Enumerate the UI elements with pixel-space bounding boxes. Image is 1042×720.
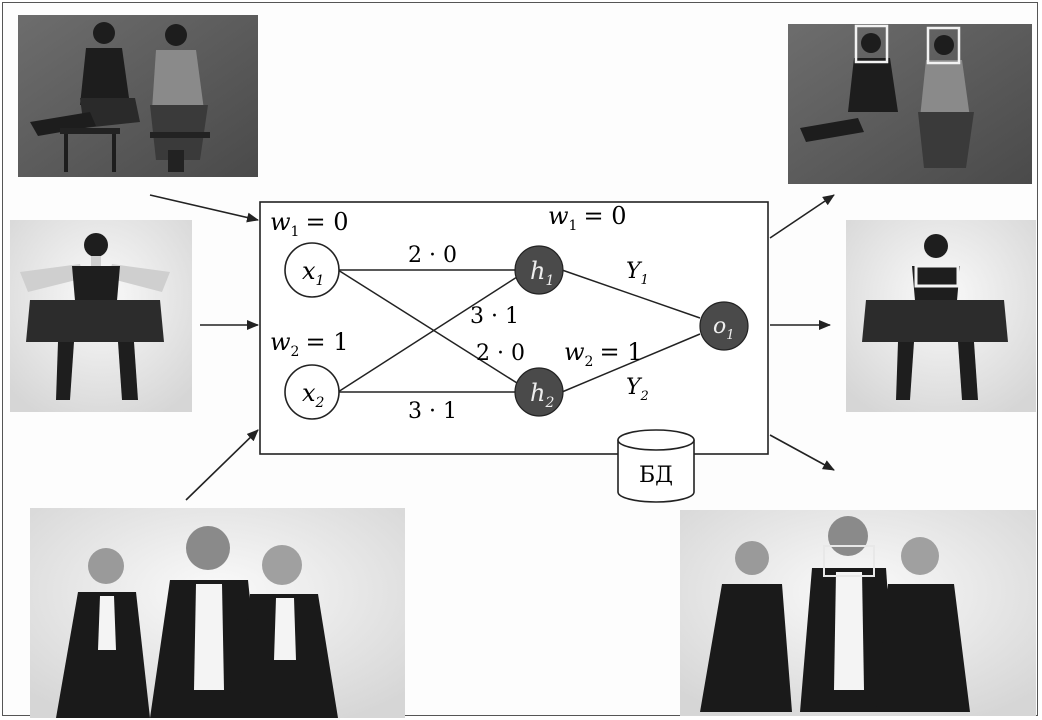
face-box (854, 24, 889, 64)
output-photo-three-men-detected (680, 510, 1036, 716)
node-x2-label: x2 (302, 379, 325, 411)
node-h1 (514, 245, 564, 295)
node-o1-label: o1 (713, 314, 735, 343)
output-y2-label: Y2 (626, 375, 649, 404)
network-box (259, 201, 769, 455)
input-arrow (185, 429, 259, 501)
node-h2 (514, 367, 564, 417)
face-box (823, 545, 875, 577)
output-photo-woman-detected (846, 220, 1036, 412)
database-cylinder-icon (617, 429, 695, 503)
edge-x2-h1 (337, 276, 518, 393)
hidden-weight-w1: w1= 0 (548, 202, 626, 234)
node-x2 (284, 364, 340, 420)
edge-label-x1-h2: 2 · 0 (476, 341, 525, 366)
output-arrow (769, 194, 835, 239)
input-arrow (149, 194, 259, 223)
edge-h2-o1 (561, 333, 701, 393)
hidden-weight-w2: w2= 1 (564, 338, 642, 370)
face-box (914, 264, 960, 288)
input-photo-woman-crouching (10, 220, 192, 412)
input-weight-w2: w2= 1 (270, 328, 348, 360)
node-x1-label: x1 (302, 257, 324, 289)
edge-x1-h2 (337, 269, 518, 384)
output-arrow (769, 434, 835, 471)
database-label: БД (639, 463, 673, 488)
output-photo-two-men-detected (788, 24, 1032, 184)
face-box (926, 26, 961, 65)
input-photo-three-men-tuxedos (30, 508, 405, 718)
edge-label-x2-h1: 3 · 1 (470, 304, 519, 329)
node-x1 (284, 242, 340, 298)
node-h1-label: h1 (530, 257, 554, 289)
node-h2-label: h2 (530, 379, 554, 411)
input-photo-two-men-seated (18, 15, 258, 177)
edge-label-x1-h1: 2 · 0 (408, 243, 457, 268)
input-weight-w1: w1= 0 (270, 208, 348, 240)
node-o1 (699, 301, 749, 351)
edge-h1-o1 (561, 269, 701, 319)
output-y1-label: Y1 (626, 259, 649, 288)
edge-label-x2-h2: 3 · 1 (408, 399, 457, 424)
